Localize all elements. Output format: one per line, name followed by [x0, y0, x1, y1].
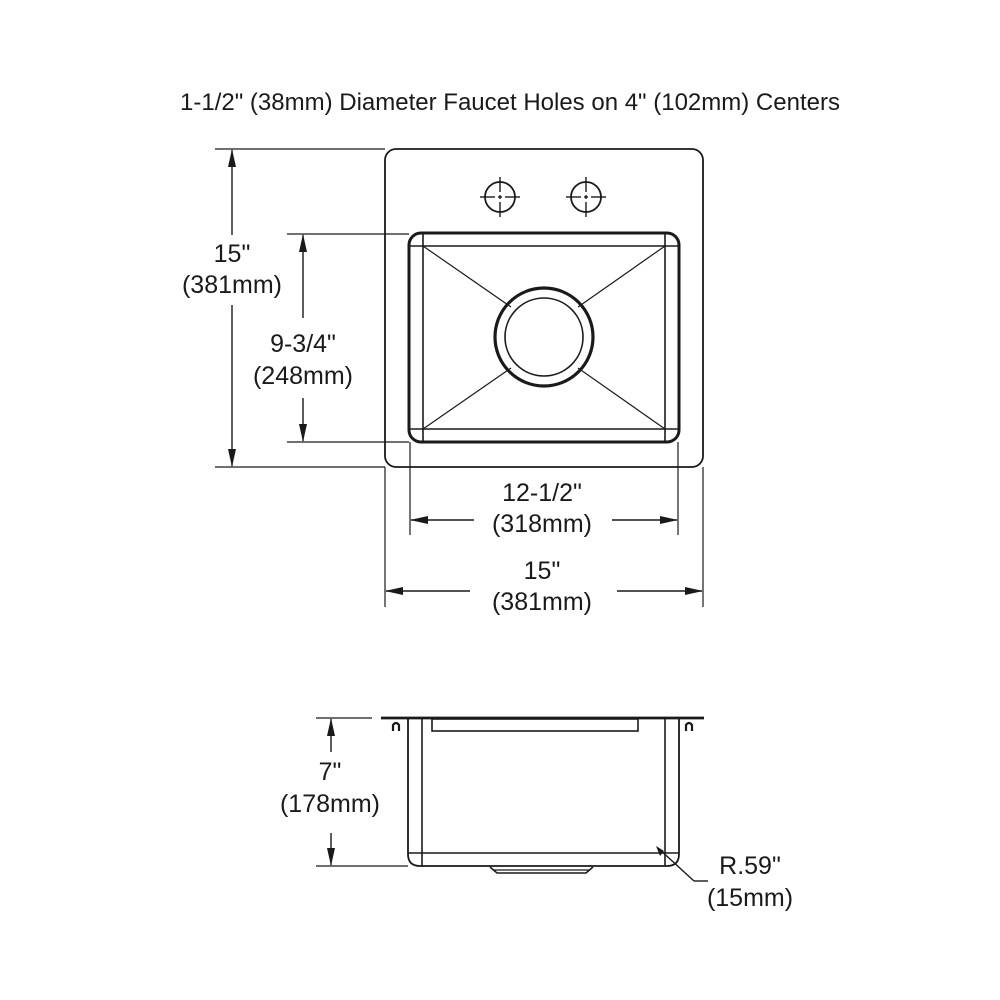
bowl-outline [407, 231, 681, 444]
svg-text:15": 15" [214, 240, 251, 268]
svg-text:(381mm): (381mm) [182, 271, 282, 299]
mounting-clip-left-icon [391, 721, 401, 731]
faucet-hole-right-icon [566, 177, 606, 217]
depth-dimension: 7" (178mm) [280, 718, 380, 866]
faucet-hole-left-icon [480, 177, 520, 217]
top-view: 15" (381mm) 9-3/4" (248mm) 12-1/2" (318m… [182, 148, 704, 616]
svg-text:R.59": R.59" [719, 852, 781, 880]
svg-text:9-3/4": 9-3/4" [270, 330, 336, 358]
side-view: 7" (178mm) R.59" (15mm) [280, 716, 793, 912]
corner-radius-callout: R.59" (15mm) [656, 846, 793, 912]
svg-text:(381mm): (381mm) [492, 588, 592, 616]
sink-deck-outline [384, 148, 704, 468]
svg-text:(178mm): (178mm) [280, 790, 380, 818]
svg-text:12-1/2": 12-1/2" [502, 479, 582, 507]
overall-height-dimension: 15" (381mm) [182, 149, 282, 467]
svg-text:(15mm): (15mm) [707, 884, 793, 912]
bowl-width-dimension: 12-1/2" (318mm) [410, 479, 678, 538]
drain-icon [493, 286, 595, 388]
svg-text:15": 15" [524, 557, 561, 585]
bowl-height-dimension: 9-3/4" (248mm) [253, 234, 353, 442]
svg-text:(318mm): (318mm) [492, 510, 592, 538]
drawing-title: 1-1/2" (38mm) Diameter Faucet Holes on 4… [180, 89, 840, 116]
mounting-clip-right-icon [684, 721, 694, 731]
svg-text:7": 7" [319, 758, 342, 786]
overall-width-dimension: 15" (381mm) [385, 557, 703, 616]
svg-text:(248mm): (248mm) [253, 362, 353, 390]
